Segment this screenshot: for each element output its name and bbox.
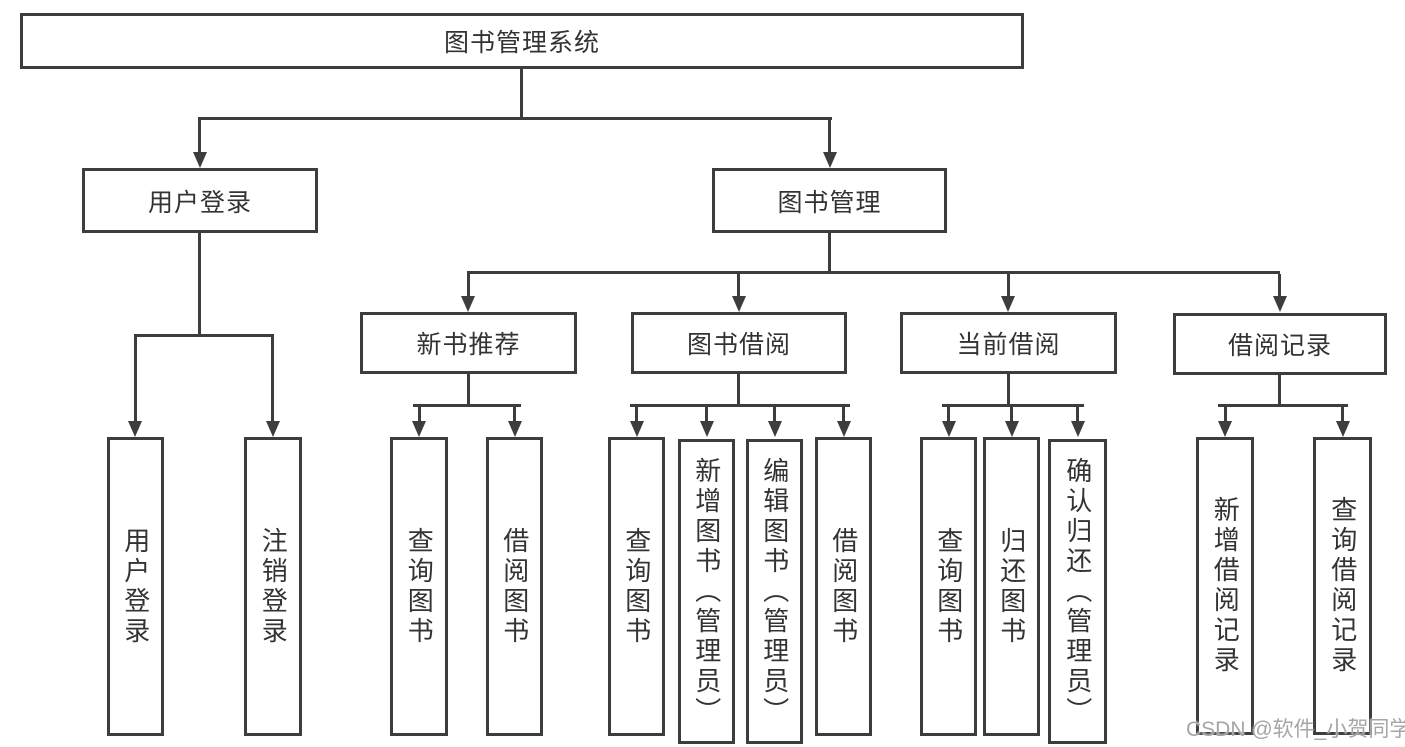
connector-book-borrow-horizontal bbox=[630, 404, 850, 407]
node-book-management-label: 图书管理 bbox=[777, 188, 882, 217]
leaf-user-login-label: 用户登录 bbox=[120, 526, 151, 647]
leaf-confirm-return-admin-label: 确认归还（管理员） bbox=[1062, 456, 1093, 727]
arrowhead-query-book-1 bbox=[412, 421, 426, 437]
connector-arrow-add-borrow-record-line bbox=[1224, 407, 1227, 421]
connector-arrow-return-book-line bbox=[1010, 407, 1013, 421]
connector-borrow-records-stub bbox=[1278, 375, 1281, 405]
connector-arrow-query-book-2-line bbox=[635, 407, 638, 421]
connector-arrow-book-borrow-line bbox=[737, 274, 740, 296]
node-current-borrow: 当前借阅 bbox=[900, 312, 1117, 374]
arrowhead-borrow-book-2 bbox=[837, 421, 851, 437]
arrowhead-book-management bbox=[823, 152, 837, 168]
arrowhead-return-book bbox=[1005, 421, 1019, 437]
arrowhead-edit-book bbox=[768, 421, 782, 437]
arrowhead-borrow-book-1 bbox=[508, 421, 522, 437]
connector-book-borrow-stub bbox=[737, 374, 740, 404]
connector-current-borrow-stub bbox=[1007, 374, 1010, 404]
node-book-management: 图书管理 bbox=[712, 168, 947, 233]
connector-level3-horizontal bbox=[467, 271, 1280, 274]
leaf-query-borrow-record: 查询借阅记录 bbox=[1313, 437, 1372, 735]
connector-arrow-borrow-book-1-line bbox=[513, 407, 516, 421]
connector-user-login-stub bbox=[198, 233, 201, 334]
node-user-login-label: 用户登录 bbox=[147, 188, 252, 217]
connector-arrow-user-login-line bbox=[198, 120, 201, 152]
leaf-query-book-1: 查询图书 bbox=[390, 437, 448, 736]
leaf-add-borrow-record-label: 新增借阅记录 bbox=[1210, 496, 1241, 676]
arrowhead-add-book bbox=[700, 421, 714, 437]
leaf-query-borrow-record-label: 查询借阅记录 bbox=[1327, 496, 1358, 676]
leaf-query-book-2-label: 查询图书 bbox=[621, 526, 652, 647]
connector-arrow-confirm-return-line bbox=[1076, 407, 1079, 421]
connector-arrow-edit-book-line bbox=[773, 407, 776, 421]
arrowhead-current-borrow bbox=[1001, 296, 1015, 312]
connector-arrow-current-borrow-line bbox=[1007, 274, 1010, 296]
arrowhead-query-book-3 bbox=[942, 421, 956, 437]
arrowhead-leaf-logout bbox=[266, 421, 280, 437]
connector-arrow-borrow-book-2-line bbox=[842, 407, 845, 421]
node-borrow-records-label: 借阅记录 bbox=[1227, 332, 1332, 360]
leaf-edit-book-admin-label: 编辑图书（管理员） bbox=[759, 456, 790, 727]
arrowhead-add-borrow-record bbox=[1218, 421, 1232, 437]
connector-arrow-book-management-line bbox=[828, 120, 831, 152]
arrowhead-leaf-user-login bbox=[128, 421, 142, 437]
connector-new-book-horizontal bbox=[413, 404, 521, 407]
connector-arrow-query-book-1-line bbox=[418, 407, 421, 421]
arrowhead-new-book bbox=[461, 296, 475, 312]
arrowhead-book-borrow bbox=[732, 296, 746, 312]
leaf-query-book-1-label: 查询图书 bbox=[404, 526, 435, 647]
node-book-borrow: 图书借阅 bbox=[631, 312, 847, 374]
leaf-return-book-label: 归还图书 bbox=[996, 526, 1027, 647]
leaf-logout-label: 注销登录 bbox=[258, 526, 289, 647]
connector-arrow-new-book-line bbox=[467, 274, 470, 296]
leaf-borrow-book-2: 借阅图书 bbox=[815, 437, 872, 736]
leaf-return-book: 归还图书 bbox=[983, 437, 1040, 736]
connector-root-stub bbox=[520, 69, 523, 117]
connector-level2-horizontal bbox=[198, 117, 832, 120]
arrowhead-confirm-return bbox=[1071, 421, 1085, 437]
leaf-borrow-book-2-label: 借阅图书 bbox=[828, 526, 859, 647]
node-user-login: 用户登录 bbox=[82, 168, 318, 233]
arrowhead-query-borrow-record bbox=[1336, 421, 1350, 437]
node-new-book-recommend-label: 新书推荐 bbox=[416, 331, 521, 359]
leaf-add-book-admin: 新增图书（管理员） bbox=[678, 439, 735, 744]
leaf-query-book-3: 查询图书 bbox=[920, 437, 977, 736]
arrowhead-borrow-records bbox=[1273, 296, 1287, 312]
connector-borrow-records-horizontal bbox=[1218, 404, 1348, 407]
arrowhead-query-book-2 bbox=[630, 421, 644, 437]
watermark: CSDN @软件_小贺同学 bbox=[1186, 718, 1405, 741]
connector-arrow-query-borrow-record-line bbox=[1341, 407, 1344, 421]
connector-book-management-stub bbox=[828, 233, 831, 271]
leaf-logout: 注销登录 bbox=[244, 437, 302, 736]
node-current-borrow-label: 当前借阅 bbox=[956, 331, 1061, 359]
node-borrow-records: 借阅记录 bbox=[1173, 313, 1387, 375]
leaf-add-borrow-record: 新增借阅记录 bbox=[1196, 437, 1254, 735]
leaf-edit-book-admin: 编辑图书（管理员） bbox=[746, 439, 803, 744]
node-book-borrow-label: 图书借阅 bbox=[686, 331, 791, 359]
connector-new-book-stub bbox=[467, 374, 470, 404]
connector-arrow-query-book-3-line bbox=[947, 407, 950, 421]
connector-arrow-leaf-logout-line bbox=[271, 337, 274, 421]
node-new-book-recommend: 新书推荐 bbox=[360, 312, 577, 374]
leaf-user-login: 用户登录 bbox=[107, 437, 164, 736]
node-root: 图书管理系统 bbox=[20, 13, 1024, 69]
node-root-label: 图书管理系统 bbox=[443, 29, 600, 57]
leaf-query-book-2: 查询图书 bbox=[608, 437, 665, 736]
connector-arrow-leaf-user-login-line bbox=[134, 337, 137, 421]
leaf-add-book-admin-label: 新增图书（管理员） bbox=[691, 456, 722, 727]
leaf-borrow-book-1: 借阅图书 bbox=[486, 437, 543, 736]
leaf-confirm-return-admin: 确认归还（管理员） bbox=[1048, 439, 1107, 744]
arrowhead-user-login bbox=[193, 152, 207, 168]
connector-arrow-add-book-line bbox=[705, 407, 708, 421]
connector-current-borrow-horizontal bbox=[942, 404, 1084, 407]
leaf-query-book-3-label: 查询图书 bbox=[933, 526, 964, 647]
connector-user-login-horizontal bbox=[134, 334, 274, 337]
leaf-borrow-book-1-label: 借阅图书 bbox=[499, 526, 530, 647]
connector-arrow-borrow-records-line bbox=[1278, 274, 1281, 296]
